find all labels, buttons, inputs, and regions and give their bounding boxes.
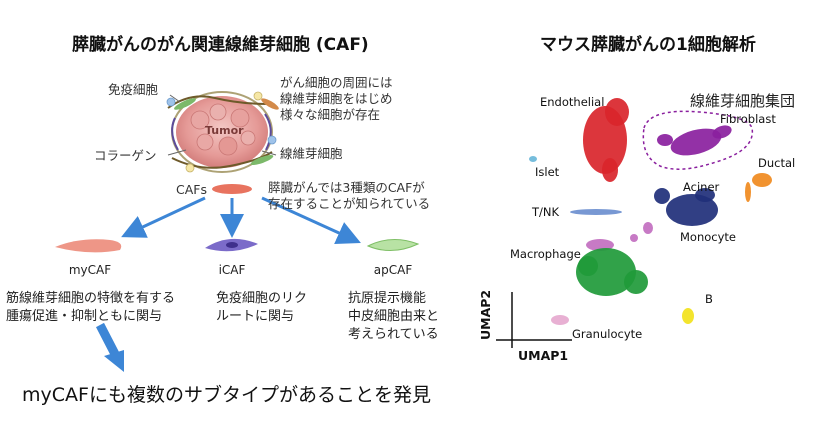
- three-types-note: 膵臓がんでは3種類のCAFが 存在することが知られている: [268, 180, 431, 211]
- cluster-ductal-blob: [745, 182, 751, 202]
- arrow-to-apcaf: [261, 196, 361, 244]
- cluster-label-endothelial: Endothelial: [540, 95, 605, 109]
- apcaf-description: 抗原提示機能 中皮細胞由来と 考えられている: [348, 291, 440, 342]
- cluster-label-fibroblast: Fibroblast: [720, 112, 776, 126]
- cluster-fibroblast-blob: [657, 134, 673, 146]
- cluster-aciner-blob: [654, 188, 670, 204]
- cluster-monocyte-blob: [630, 234, 638, 242]
- left-panel-title: 膵臓がんのがん関連線維芽細胞 (CAF): [72, 35, 369, 55]
- cluster-fibroblast-blob: [670, 128, 722, 156]
- fibroblast-leader-line: [261, 150, 277, 156]
- arrow-to-mycaf: [121, 196, 206, 238]
- apcaf-cell-shape: [366, 239, 420, 251]
- cluster-macrophage-blob: [624, 270, 648, 294]
- cluster-macrophage-blob: [578, 256, 598, 276]
- conclusion-text: myCAFにも複数のサブタイプがあることを発見: [22, 384, 431, 406]
- cluster-tnk-blob: [570, 209, 622, 215]
- cluster-b-blob: [682, 308, 694, 324]
- mycaf-cell-shape: [55, 239, 122, 253]
- immune-leader-line: [169, 94, 181, 103]
- cluster-label-macrophage: Macrophage: [510, 247, 581, 261]
- icaf-description: 免疫細胞のリク ルートに関与: [216, 291, 308, 324]
- icaf-label: iCAF: [218, 263, 246, 277]
- cluster-ductal-blob: [752, 173, 772, 187]
- mycaf-label: myCAF: [68, 263, 112, 277]
- mycaf-description: 筋線維芽細胞の特徴を有する 腫瘍促進・抑制ともに関与: [6, 291, 176, 324]
- cluster-label-monocyte: Monocyte: [680, 230, 736, 244]
- cluster-label-islet: Islet: [535, 165, 560, 179]
- apcaf-label: apCAF: [373, 263, 413, 277]
- cluster-islet-blob: [529, 156, 537, 162]
- cluster-label-b: B: [705, 292, 713, 306]
- fibroblast-group-label: 線維芽細胞集団: [690, 92, 796, 110]
- cluster-label-granulocyte: Granulocyte: [572, 327, 643, 341]
- arrow-to-conclusion: [96, 322, 120, 359]
- caf-cell-shape: [212, 184, 252, 194]
- collagen-leader-line: [167, 149, 187, 156]
- umap-x-axis-label: UMAP1: [518, 348, 569, 363]
- cafs-label: CAFs: [176, 182, 207, 197]
- cluster-granulocyte-blob: [551, 315, 569, 325]
- cluster-aciner-blob: [695, 188, 715, 202]
- cluster-endothelial-blob: [605, 98, 629, 126]
- collagen-label: コラーゲン: [94, 148, 157, 163]
- cluster-fibroblast-blob: [712, 125, 732, 139]
- cluster-endothelial-blob: [602, 158, 618, 182]
- immune-cell-label: 免疫細胞: [108, 82, 159, 97]
- cluster-label-ductal: Ductal: [758, 156, 796, 170]
- right-panel-title: マウス膵臓がんの1細胞解析: [540, 35, 756, 55]
- surrounding-note: がん細胞の周囲には 線維芽細胞をはじめ 様々な細胞が存在: [280, 75, 393, 122]
- cluster-monocyte-blob: [643, 222, 653, 234]
- cluster-monocyte-blob: [586, 239, 614, 251]
- tumor-label: Tumor: [205, 124, 244, 137]
- cluster-label-tnk: T/NK: [532, 205, 560, 219]
- cluster-label-aciner: Aciner: [683, 180, 720, 194]
- tumor-illustration: [166, 91, 279, 173]
- fibroblast-label: 線維芽細胞: [280, 146, 343, 161]
- umap-y-axis-label: UMAP2: [478, 289, 493, 340]
